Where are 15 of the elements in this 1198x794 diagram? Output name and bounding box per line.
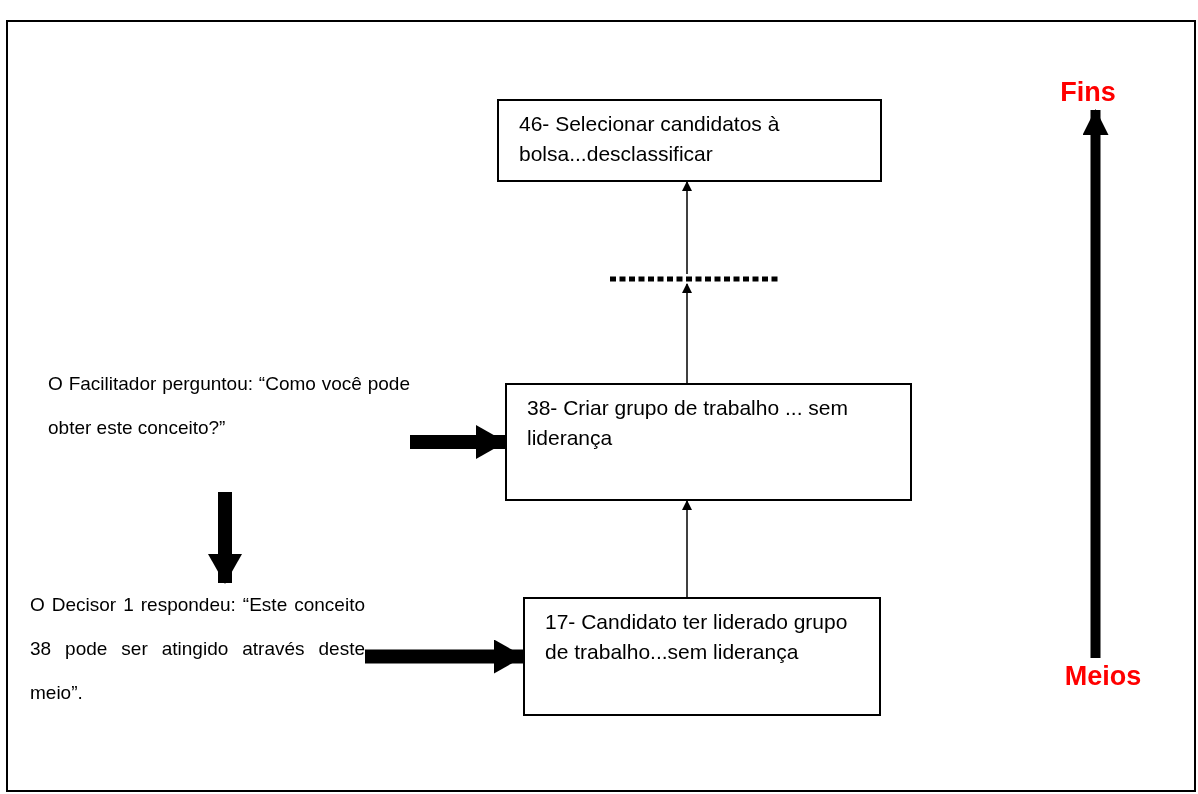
dotted-line [610,274,780,284]
dialogue-text: O Facilitador perguntou: “Como você pode obter este conceito?” [48,362,410,450]
arrow [682,181,692,275]
concept-box: 38- Criar grupo de trabalho ... sem liderança [505,383,912,501]
arrow [682,283,692,384]
arrow [410,425,506,459]
dialogue-text: O Decisor 1 respondeu: “Este conceito 38 pode ser atingido através deste meio”. [30,583,365,715]
arrow [365,639,524,674]
concept-box: 17- Candidato ter liderado grupo de trabalho...sem liderança [523,597,881,716]
arrow [1082,109,1109,658]
arrow [682,500,692,598]
concept-box: 46- Selecionar candidatos à bolsa...desclassificar [497,99,882,182]
axis-label: Meios [1050,658,1156,694]
axis-label: Fins [1050,74,1126,110]
arrow [208,492,242,584]
